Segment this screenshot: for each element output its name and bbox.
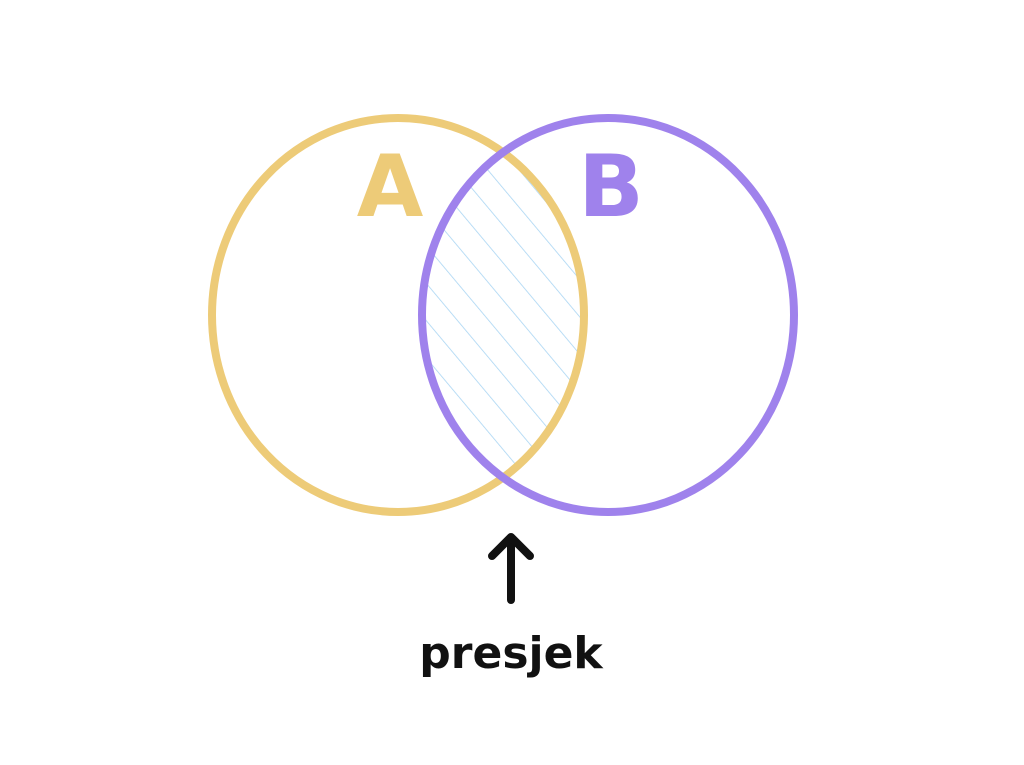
intersection-region xyxy=(422,118,584,512)
arrow-up-icon xyxy=(488,533,534,604)
set-b-label: B xyxy=(578,137,644,237)
set-a-label: A xyxy=(357,137,424,237)
intersection-caption: presjek xyxy=(419,628,604,679)
set-a-circle xyxy=(208,114,588,516)
set-b-circle xyxy=(418,114,798,516)
